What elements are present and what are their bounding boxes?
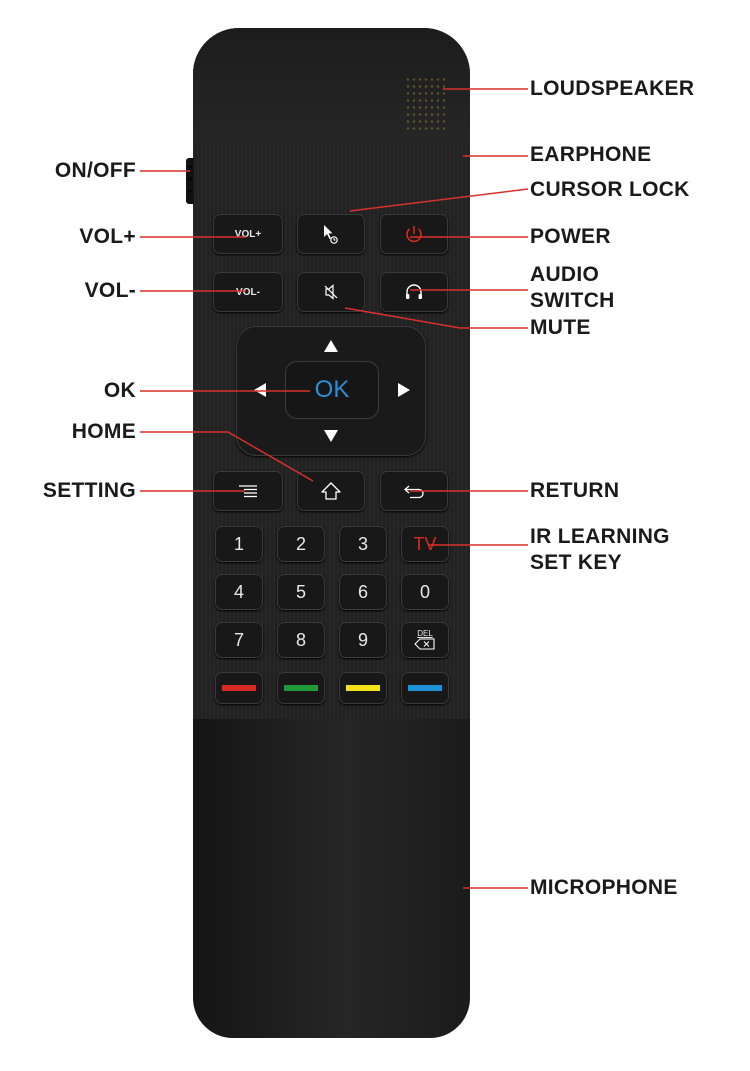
red-key bbox=[215, 672, 263, 704]
blue-bar bbox=[408, 685, 442, 691]
label-return: RETURN bbox=[530, 479, 620, 502]
key-3-label: 3 bbox=[357, 533, 368, 554]
headphones-icon bbox=[406, 284, 422, 299]
right-arrow-icon bbox=[398, 383, 410, 397]
label-cursor-lock: CURSOR LOCK bbox=[530, 178, 690, 201]
label-vol-down: VOL- bbox=[84, 279, 136, 302]
key-8-label: 8 bbox=[295, 629, 306, 650]
vol-down-key: VOL- bbox=[213, 272, 283, 312]
yellow-key bbox=[339, 672, 387, 704]
tv-key-label: TV bbox=[413, 533, 437, 554]
red-bar bbox=[222, 685, 256, 691]
label-power: POWER bbox=[530, 225, 611, 248]
key-5-label: 5 bbox=[295, 581, 306, 602]
green-bar bbox=[284, 685, 318, 691]
key-1-label: 1 bbox=[233, 533, 244, 554]
label-audio-switch-line2: SWITCH bbox=[530, 289, 615, 312]
key-3: 3 bbox=[339, 526, 387, 562]
key-1: 1 bbox=[215, 526, 263, 562]
label-microphone: MICROPHONE bbox=[530, 876, 678, 899]
blue-key bbox=[401, 672, 449, 704]
leader-cursor-lock bbox=[349, 188, 529, 212]
key-4: 4 bbox=[215, 574, 263, 610]
power-key bbox=[380, 214, 448, 254]
home-icon bbox=[321, 482, 341, 500]
vol-down-key-label: VOL- bbox=[236, 286, 260, 298]
label-setting: SETTING bbox=[42, 479, 136, 502]
vol-up-key-label: VOL+ bbox=[234, 228, 262, 240]
key-4-label: 4 bbox=[233, 581, 244, 602]
label-mute: MUTE bbox=[530, 316, 591, 339]
delete-key: DEL bbox=[401, 622, 449, 658]
menu-icon bbox=[239, 485, 257, 498]
return-icon bbox=[404, 485, 424, 499]
leader-home bbox=[140, 431, 314, 482]
delete-key-label: DEL bbox=[417, 629, 433, 638]
label-loudspeaker: LOUDSPEAKER bbox=[530, 77, 695, 100]
label-on-off: ON/OFF bbox=[54, 159, 136, 182]
label-ir-learning-line2: SET KEY bbox=[530, 551, 622, 574]
green-key bbox=[277, 672, 325, 704]
key-0-label: 0 bbox=[419, 581, 430, 602]
key-6-label: 6 bbox=[357, 581, 368, 602]
cursor-lock-key bbox=[297, 214, 365, 254]
on-off-switch bbox=[186, 158, 194, 204]
yellow-bar bbox=[346, 685, 380, 691]
power-icon bbox=[406, 226, 422, 243]
audio-switch-key bbox=[380, 272, 448, 312]
down-arrow-icon bbox=[324, 430, 338, 442]
backspace-icon bbox=[414, 638, 435, 650]
tv-key: TV bbox=[401, 526, 449, 562]
label-earphone: EARPHONE bbox=[530, 143, 652, 166]
key-2-label: 2 bbox=[295, 533, 306, 554]
label-ir-learning-line1: IR LEARNING bbox=[530, 525, 670, 548]
leader-mute bbox=[344, 307, 528, 329]
label-vol-up: VOL+ bbox=[79, 225, 136, 248]
label-home: HOME bbox=[71, 420, 136, 443]
label-ok: OK bbox=[103, 379, 136, 402]
loudspeaker-grille bbox=[405, 76, 445, 132]
vol-up-key: VOL+ bbox=[213, 214, 283, 254]
key-5: 5 bbox=[277, 574, 325, 610]
label-audio-switch-line1: AUDIO bbox=[530, 263, 600, 286]
key-7: 7 bbox=[215, 622, 263, 658]
left-arrow-icon bbox=[254, 383, 266, 397]
up-arrow-icon bbox=[324, 340, 338, 352]
cursor-lock-icon bbox=[324, 225, 338, 244]
mute-icon bbox=[324, 284, 338, 300]
key-9-label: 9 bbox=[357, 629, 368, 650]
key-2: 2 bbox=[277, 526, 325, 562]
key-0: 0 bbox=[401, 574, 449, 610]
ok-key: OK bbox=[285, 361, 379, 419]
mute-key bbox=[297, 272, 365, 312]
key-8: 8 bbox=[277, 622, 325, 658]
key-9: 9 bbox=[339, 622, 387, 658]
ok-key-label: OK bbox=[314, 376, 350, 403]
key-6: 6 bbox=[339, 574, 387, 610]
key-7-label: 7 bbox=[233, 629, 244, 650]
